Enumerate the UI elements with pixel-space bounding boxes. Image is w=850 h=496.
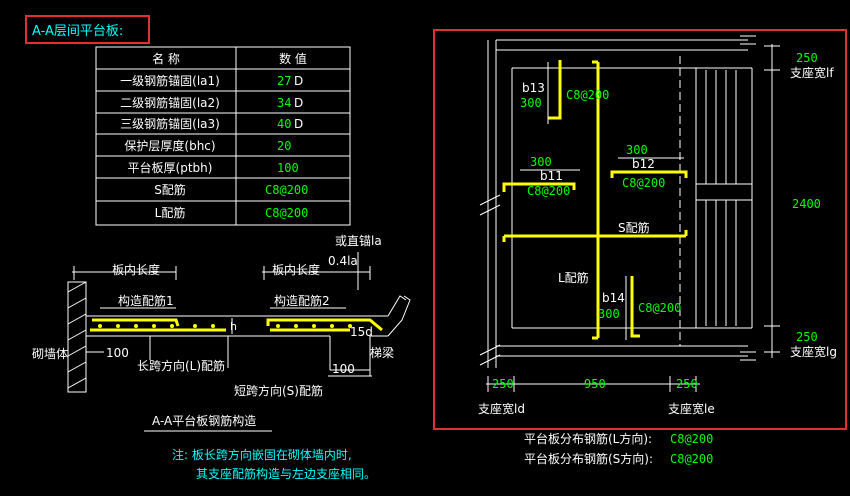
b11-bar-spec: C8@200 bbox=[527, 184, 570, 198]
dist-s-value[interactable]: C8@200 bbox=[670, 452, 713, 466]
page-title: A-A层间平台板: bbox=[32, 24, 123, 39]
table-row-value[interactable]: 34 bbox=[277, 96, 291, 110]
table-row-name: 平台板厚(ptbh) bbox=[128, 160, 213, 175]
inner-length-right-label: 板内长度 bbox=[272, 262, 320, 277]
plan-bar-b12 bbox=[610, 170, 688, 178]
note-line-1: 注: 板长跨方向嵌固在砌体墙内时, bbox=[172, 447, 352, 462]
b11-label: b11 bbox=[540, 169, 563, 183]
table-row-unit: D bbox=[294, 96, 303, 110]
b14-length: 300 bbox=[598, 307, 620, 321]
table-row-value[interactable]: 40 bbox=[277, 117, 291, 131]
b12-bar-spec: C8@200 bbox=[622, 176, 665, 190]
support-le-label: 支座宽le bbox=[668, 401, 715, 416]
plan-drawing: b13 300 C8@200 300 b11 C8@200 300 b12 C8… bbox=[478, 35, 837, 416]
support-lf-label: 支座宽lf bbox=[790, 65, 834, 80]
table-row-value[interactable]: C8@200 bbox=[265, 183, 308, 197]
section-struct-bar-2 bbox=[266, 318, 383, 332]
support-lg-label: 支座宽lg bbox=[790, 344, 837, 359]
section-caption: A-A平台板钢筋构造 bbox=[152, 413, 256, 428]
dim-top-250: 250 bbox=[796, 51, 818, 65]
point-four-la-label: 0.4la bbox=[328, 254, 358, 268]
plan-highlight-box bbox=[433, 29, 847, 430]
table-row-name: 一级钢筋锚固(la1) bbox=[120, 73, 220, 88]
dist-l-label: 平台板分布钢筋(L方向): bbox=[524, 431, 652, 446]
s-bar-label: S配筋 bbox=[618, 220, 650, 235]
dist-l-value[interactable]: C8@200 bbox=[670, 432, 713, 446]
dim-100-right: 100 bbox=[332, 362, 355, 376]
b13-length: 300 bbox=[520, 96, 542, 110]
table-header-value: 数 值 bbox=[279, 51, 307, 66]
b13-bar-spec: C8@200 bbox=[566, 88, 609, 102]
b12-length: 300 bbox=[626, 143, 648, 157]
title-highlight-box bbox=[25, 15, 150, 44]
straight-anchor-label: 或直锚la bbox=[335, 233, 382, 248]
table-row-value[interactable]: 100 bbox=[277, 161, 299, 175]
section-drawing: 板内长度 板内长度 或直锚la 0.4la 构造配筋1 构造配筋2 h 15d … bbox=[32, 233, 411, 432]
table-row-value[interactable]: 20 bbox=[277, 139, 291, 153]
inner-length-left-label: 板内长度 bbox=[112, 262, 160, 277]
b14-bar-spec: C8@200 bbox=[638, 301, 681, 315]
parameter-table: 名 称 数 值 一级钢筋锚固(la1) 27 D 二级钢筋锚固(la2) 34 … bbox=[95, 46, 351, 226]
struct-bar-1-label: 构造配筋1 bbox=[118, 293, 174, 308]
plan-bar-b11 bbox=[502, 182, 576, 192]
b11-length: 300 bbox=[530, 155, 552, 169]
dist-s-label: 平台板分布钢筋(S方向): bbox=[524, 451, 653, 466]
table-row-name: S配筋 bbox=[154, 182, 186, 197]
dim-bottom-250: 250 bbox=[796, 330, 818, 344]
table-row-name: 保护层厚度(bhc) bbox=[124, 138, 215, 153]
dim-left-250: 250 bbox=[492, 377, 514, 391]
fifteen-d-label: 15d bbox=[350, 325, 373, 339]
table-header-name: 名 称 bbox=[152, 51, 180, 66]
dim-right-250: 250 bbox=[676, 377, 698, 391]
plan-bar-b14 bbox=[630, 276, 640, 338]
section-struct-bar-1 bbox=[92, 318, 180, 327]
table-row-name: 三级钢筋锚固(la3) bbox=[120, 116, 220, 131]
plan-bar-b13 bbox=[548, 60, 562, 120]
table-row-value[interactable]: C8@200 bbox=[265, 206, 308, 220]
b13-label: b13 bbox=[522, 81, 545, 95]
table-row-unit: D bbox=[294, 74, 303, 88]
l-bar-label: L配筋 bbox=[558, 270, 589, 285]
dim-2400: 2400 bbox=[792, 197, 821, 211]
dim-center-950: 950 bbox=[584, 377, 606, 391]
table-row-value[interactable]: 27 bbox=[277, 74, 291, 88]
note-line-2: 其支座配筋构造与左边支座相同。 bbox=[196, 466, 376, 481]
table-row-name: L配筋 bbox=[155, 205, 186, 220]
table-row-unit: D bbox=[294, 117, 303, 131]
masonry-wall-label: 砌墙体 bbox=[32, 347, 68, 361]
support-ld-label: 支座宽ld bbox=[478, 401, 525, 416]
short-bar-label: 短跨方向(S)配筋 bbox=[234, 383, 323, 398]
masonry-wall bbox=[67, 281, 87, 393]
b14-label: b14 bbox=[602, 291, 625, 305]
table-row-name: 二级钢筋锚固(la2) bbox=[120, 95, 220, 110]
slab-thickness-label: h bbox=[230, 320, 237, 333]
struct-bar-2-label: 构造配筋2 bbox=[274, 293, 330, 308]
long-bar-label: 长跨方向(L)配筋 bbox=[137, 358, 225, 373]
b12-label: b12 bbox=[632, 157, 655, 171]
dim-100-left: 100 bbox=[106, 346, 129, 360]
stair-beam-label: 梯梁 bbox=[370, 345, 394, 360]
